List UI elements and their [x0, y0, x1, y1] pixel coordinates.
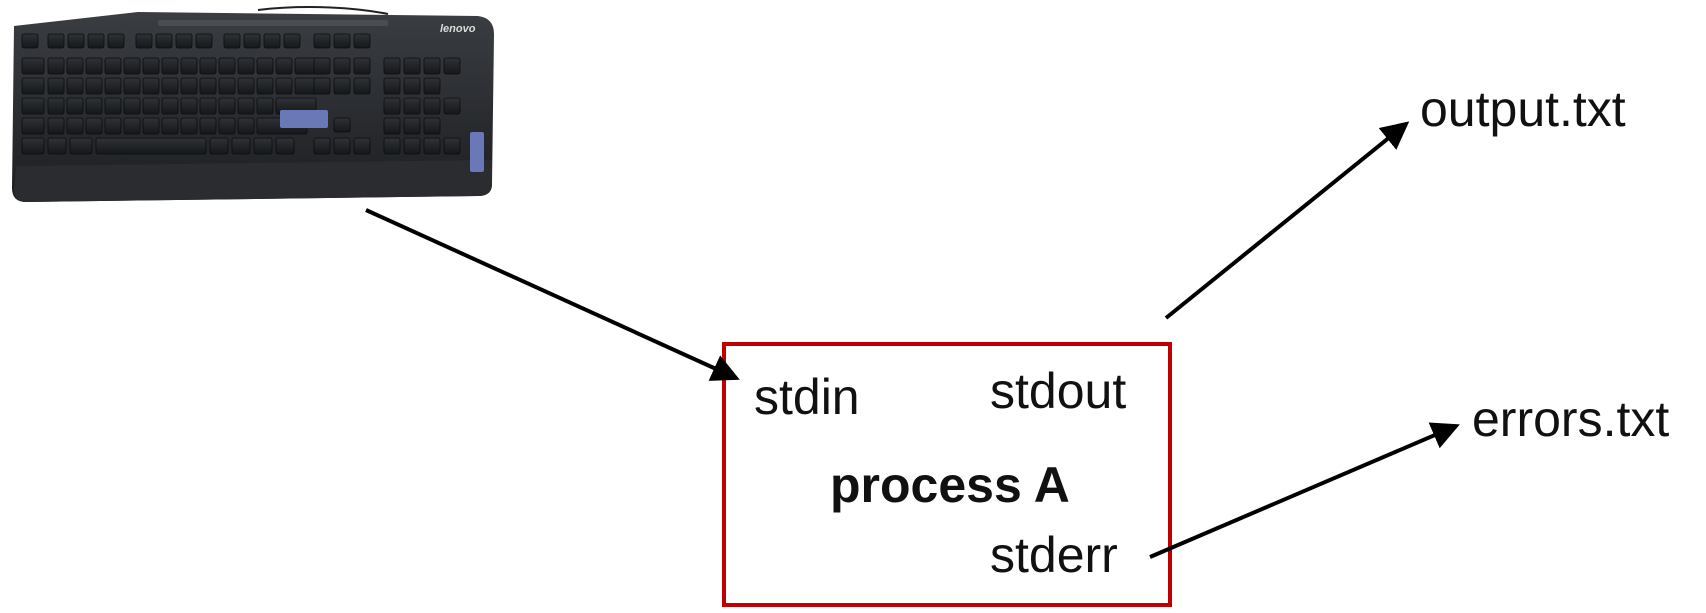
arrow-keyboard-to-stdin	[365, 208, 740, 381]
arrow-stdout-to-output	[1164, 121, 1410, 320]
errors-file-label: errors.txt	[1472, 391, 1670, 447]
stderr-label: stderr	[990, 527, 1118, 583]
stdout-label: stdout	[990, 363, 1127, 419]
arrow-stderr-to-errors	[1149, 422, 1460, 559]
output-file-label: output.txt	[1420, 81, 1626, 137]
process-title: process A	[830, 457, 1070, 513]
keyboard-image: lenovo	[12, 6, 494, 202]
process-box	[722, 342, 1172, 607]
stdin-label: stdin	[754, 369, 860, 425]
keyboard-brand-logo: lenovo	[440, 23, 476, 35]
